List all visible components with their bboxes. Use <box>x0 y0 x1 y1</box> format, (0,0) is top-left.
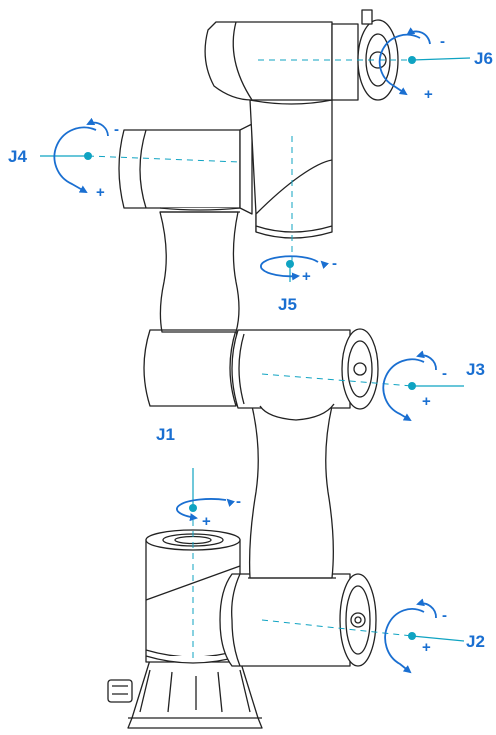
j3-rotation-arrow-icon <box>382 358 425 422</box>
j6-axis-dot <box>408 56 416 64</box>
lower-link <box>248 405 336 579</box>
wrist-joint-j4-body <box>118 123 253 215</box>
j4-plus-label: + <box>96 184 105 201</box>
j5-minus-label: - <box>332 255 337 272</box>
base-mount <box>107 659 263 729</box>
j5-label: J5 <box>278 295 297 314</box>
robot-arm-drawing <box>107 9 399 729</box>
j1-axis-dot <box>189 504 197 512</box>
j1-label: J1 <box>156 425 175 444</box>
j6-minus-label: - <box>440 33 445 50</box>
j4-axis-dot <box>84 152 92 160</box>
j6-label: J6 <box>474 49 493 68</box>
j5-rotation-arrow-icon <box>260 255 319 281</box>
j3-axis-dot <box>408 382 416 390</box>
j5-plus-label: + <box>302 268 311 285</box>
j2-label: J2 <box>466 632 485 651</box>
wrist-joint-j6-body <box>204 9 399 101</box>
j1-plus-label: + <box>202 513 211 530</box>
j3-plus-label: + <box>422 393 431 410</box>
j6-plus-label: + <box>424 86 433 103</box>
joint-labels: J6 - + J4 - + J5 - + J3 - + J1 - + J2 - … <box>8 33 493 656</box>
j2-minus-label: - <box>442 607 447 624</box>
j4-label: J4 <box>8 147 27 166</box>
j4-minus-label: - <box>114 121 119 138</box>
j3-minus-label: - <box>442 365 447 382</box>
wrist-joint-j5-body <box>249 99 333 239</box>
upper-link <box>159 211 240 333</box>
j3-axis-dashed <box>261 373 413 387</box>
j4-rotation-arrow-icon <box>53 126 97 193</box>
j2-plus-label: + <box>422 639 431 656</box>
leader-lines <box>40 57 471 642</box>
axis-dots <box>84 56 416 640</box>
rotation-arrows <box>53 27 437 674</box>
j1-rotation-arrow-icon <box>176 498 227 522</box>
shoulder-joint-j2-body <box>219 573 377 667</box>
j1-minus-label: - <box>236 493 241 510</box>
j3-label: J3 <box>466 360 485 379</box>
j2-axis-dot <box>408 632 416 640</box>
j5-axis-dot <box>286 260 294 268</box>
joint-axes <box>87 59 413 660</box>
j2-axis-dashed <box>261 619 413 637</box>
j2-rotation-arrow-icon <box>384 608 425 674</box>
j4-axis-dashed <box>87 155 241 163</box>
elbow-joint-j3-body <box>143 328 379 421</box>
